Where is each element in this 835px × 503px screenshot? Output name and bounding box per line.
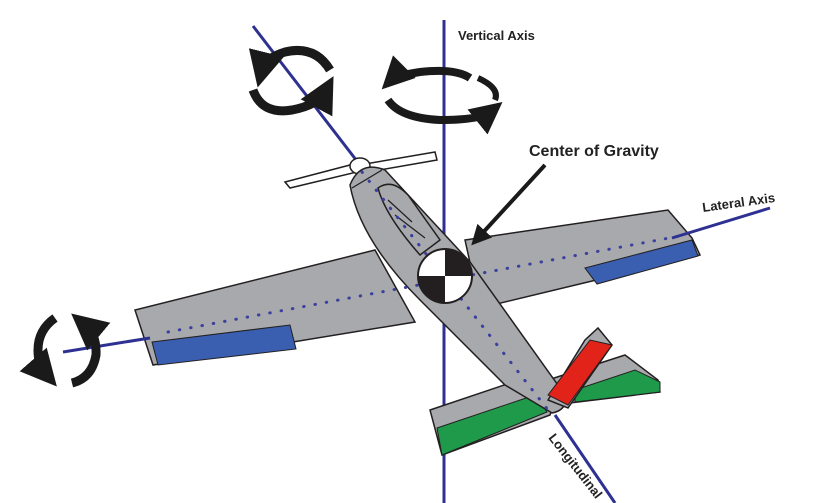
longitudinal-axis-label: Longitudinal	[546, 431, 606, 502]
pitch-arrows-icon	[253, 50, 330, 110]
center-of-gravity-icon	[418, 249, 472, 303]
center-of-gravity-pointer	[478, 165, 545, 238]
wing-right	[465, 210, 700, 308]
wing-left	[135, 250, 415, 365]
lateral-axis-line-right	[672, 208, 770, 238]
vertical-axis-label: Vertical Axis	[458, 28, 535, 43]
lateral-axis-line-left	[63, 338, 150, 352]
yaw-arrows-icon	[388, 71, 496, 120]
center-of-gravity-label: Center of Gravity	[529, 143, 659, 160]
lateral-axis-label: Lateral Axis	[701, 190, 776, 215]
